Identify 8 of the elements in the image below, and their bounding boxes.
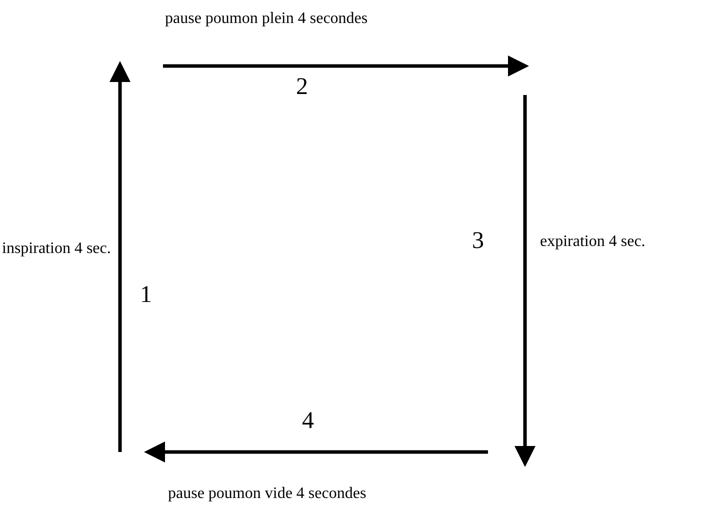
phase-label: inspiration 4 sec. (2, 240, 111, 258)
phase-label: pause poumon vide 4 secondes (168, 485, 366, 503)
step-number: 1 (140, 282, 152, 309)
step-number: 4 (302, 408, 314, 435)
phase-label: expiration 4 sec. (540, 233, 646, 251)
step-number: 3 (472, 228, 484, 255)
step-number: 2 (296, 74, 308, 101)
phase-label: pause poumon plein 4 secondes (165, 10, 368, 28)
